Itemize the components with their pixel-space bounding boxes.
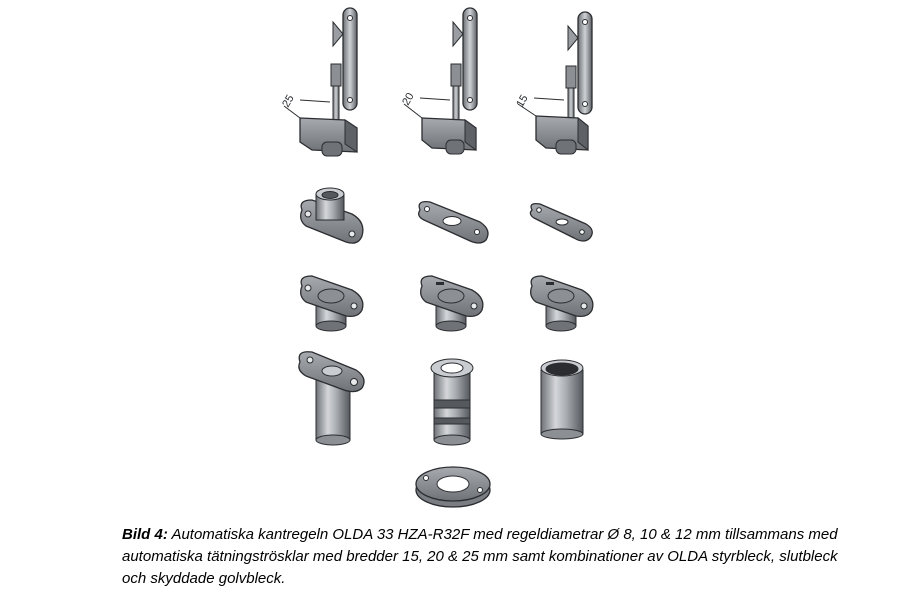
- guide-plate-with-sleeve: [300, 187, 364, 244]
- dimension-label-25: 25: [280, 93, 297, 110]
- flat-plate-large-hole: [418, 201, 489, 244]
- flat-plate-small-hole: [529, 202, 593, 242]
- edge-bolt-assembly-3: [517, 11, 593, 155]
- edge-bolt-assembly-2: [403, 7, 478, 155]
- dimension-label-20: 20: [400, 91, 417, 108]
- figure-caption: Bild 4: Automatiska kantregeln OLDA 33 H…: [122, 524, 862, 590]
- floor-socket-flanged: [298, 351, 365, 446]
- edge-bolt-assembly-1: [283, 7, 358, 157]
- floor-socket-open: [540, 359, 584, 440]
- caption-label: Bild 4:: [122, 526, 168, 543]
- strike-plate-2: [420, 275, 484, 332]
- strike-plate-3: [530, 275, 594, 332]
- strike-plate-1: [300, 275, 364, 332]
- dimension-label-15: 15: [514, 93, 531, 110]
- product-illustration: 25 20 15: [280, 7, 594, 508]
- floor-ring-plate: [415, 466, 491, 508]
- caption-text: Automatiska kantregeln OLDA 33 HZA-R32F …: [122, 526, 838, 587]
- floor-socket-grooved: [430, 358, 474, 446]
